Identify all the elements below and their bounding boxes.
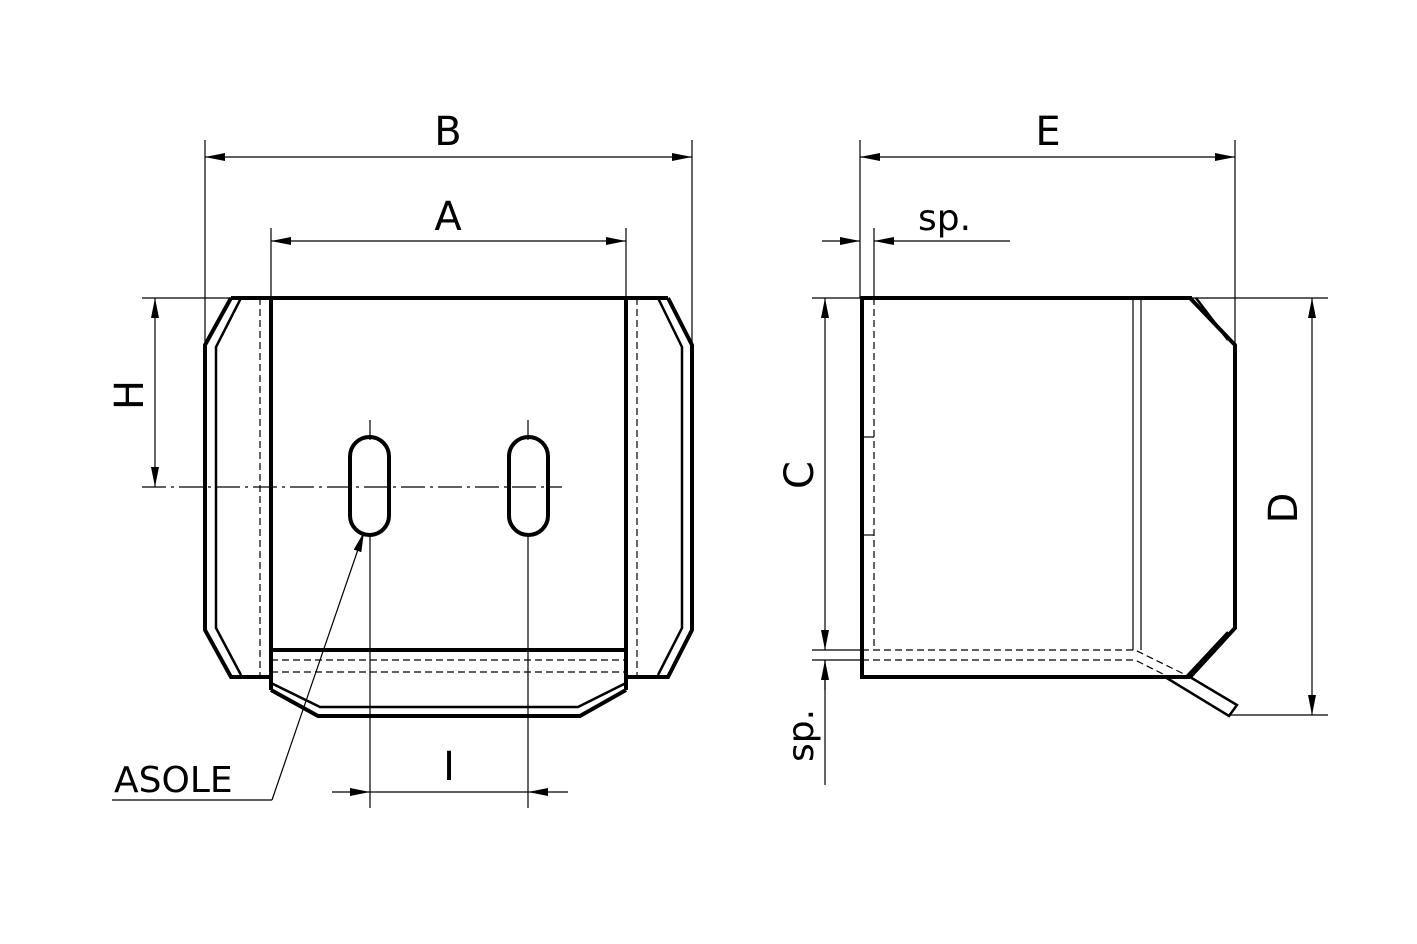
dimension-i: I — [332, 535, 568, 808]
dimension-d-label: D — [1261, 493, 1307, 524]
dimension-a: A — [270, 194, 627, 298]
dimension-sp-bottom: sp. — [781, 660, 829, 785]
dimension-i-label: I — [443, 744, 455, 790]
dimension-e: E — [859, 109, 1236, 345]
dimension-e-label: E — [1035, 109, 1060, 155]
slot-callout-label: ASOLE — [114, 760, 233, 801]
slot-right — [507, 435, 550, 537]
front-body — [203, 296, 694, 718]
dimension-d: D — [1192, 297, 1328, 716]
dimension-c-label: C — [777, 461, 823, 489]
dimension-sp-top-label: sp. — [918, 198, 971, 239]
front-view: B A H — [107, 109, 694, 808]
slot-callout: ASOLE — [112, 531, 365, 801]
side-view: E sp. — [777, 109, 1328, 785]
dimension-b: B — [204, 109, 693, 345]
dimension-sp-top: sp. — [822, 198, 1010, 298]
dimension-sp-bottom-label: sp. — [781, 709, 822, 762]
slot-left — [348, 435, 391, 537]
dimension-h: H — [107, 297, 231, 487]
dimension-c: C — [777, 297, 860, 661]
dimension-a-label: A — [434, 194, 462, 240]
side-body — [860, 296, 1239, 718]
dimension-b-label: B — [434, 109, 461, 155]
dimension-h-label: H — [107, 380, 153, 410]
